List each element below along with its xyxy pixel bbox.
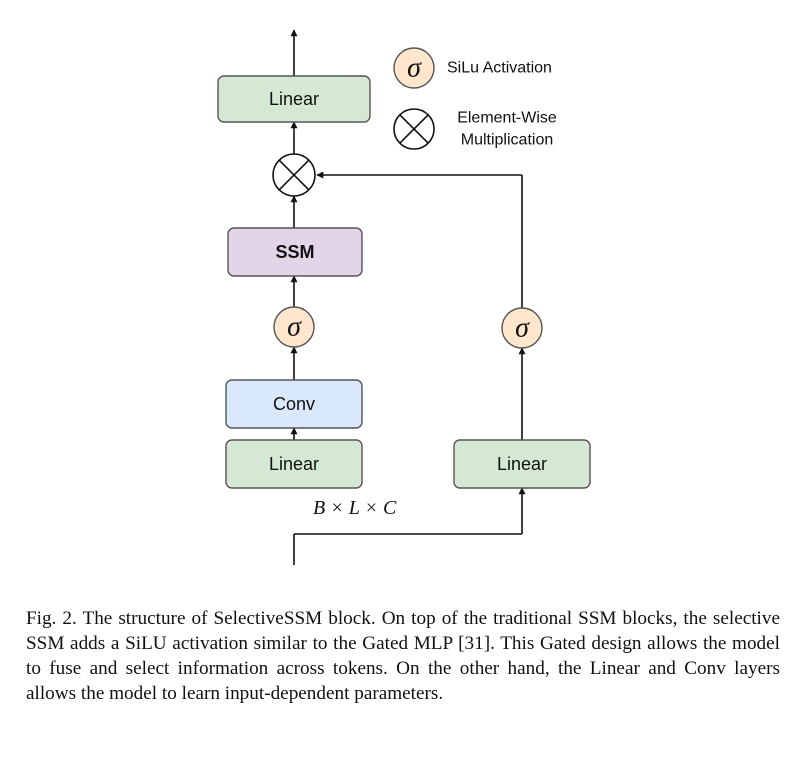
linear-right-label: Linear: [497, 454, 547, 474]
ssm-label: SSM: [275, 242, 314, 262]
element-wise-multiplication-icon: [272, 153, 316, 197]
figure-caption: Fig. 2. The structure of SelectiveSSM bl…: [26, 608, 780, 704]
linear-top-label: Linear: [269, 89, 319, 109]
silu-activation-left: σ: [273, 306, 315, 348]
conv-block: Conv: [225, 379, 363, 429]
linear-top-block: Linear: [217, 75, 371, 123]
legend: σ SiLu Activation Element-Wise Multiplic…: [393, 47, 557, 150]
legend-sigma-symbol: σ: [407, 53, 422, 84]
legend-mult-label-line2: Multiplication: [461, 132, 553, 149]
sigma-symbol-left: σ: [287, 312, 302, 343]
legend-silu-label: SiLu Activation: [447, 60, 552, 77]
linear-right-block: Linear: [453, 439, 591, 489]
connections: [290, 29, 526, 565]
sigma-symbol-right: σ: [515, 313, 530, 344]
conv-label: Conv: [273, 394, 315, 414]
legend-multiplication-icon: [393, 108, 435, 150]
linear-left-label: Linear: [269, 454, 319, 474]
selective-ssm-diagram: Linear SSM σ Conv Linear σ Linear B × L …: [217, 29, 591, 565]
ssm-block: SSM: [227, 227, 363, 277]
legend-mult-label-line1: Element-Wise: [457, 110, 557, 127]
input-dimension-label: B × L × C: [313, 497, 397, 519]
silu-activation-right: σ: [501, 307, 543, 349]
linear-left-block: Linear: [225, 439, 363, 489]
legend-sigma-icon: σ: [393, 47, 435, 89]
